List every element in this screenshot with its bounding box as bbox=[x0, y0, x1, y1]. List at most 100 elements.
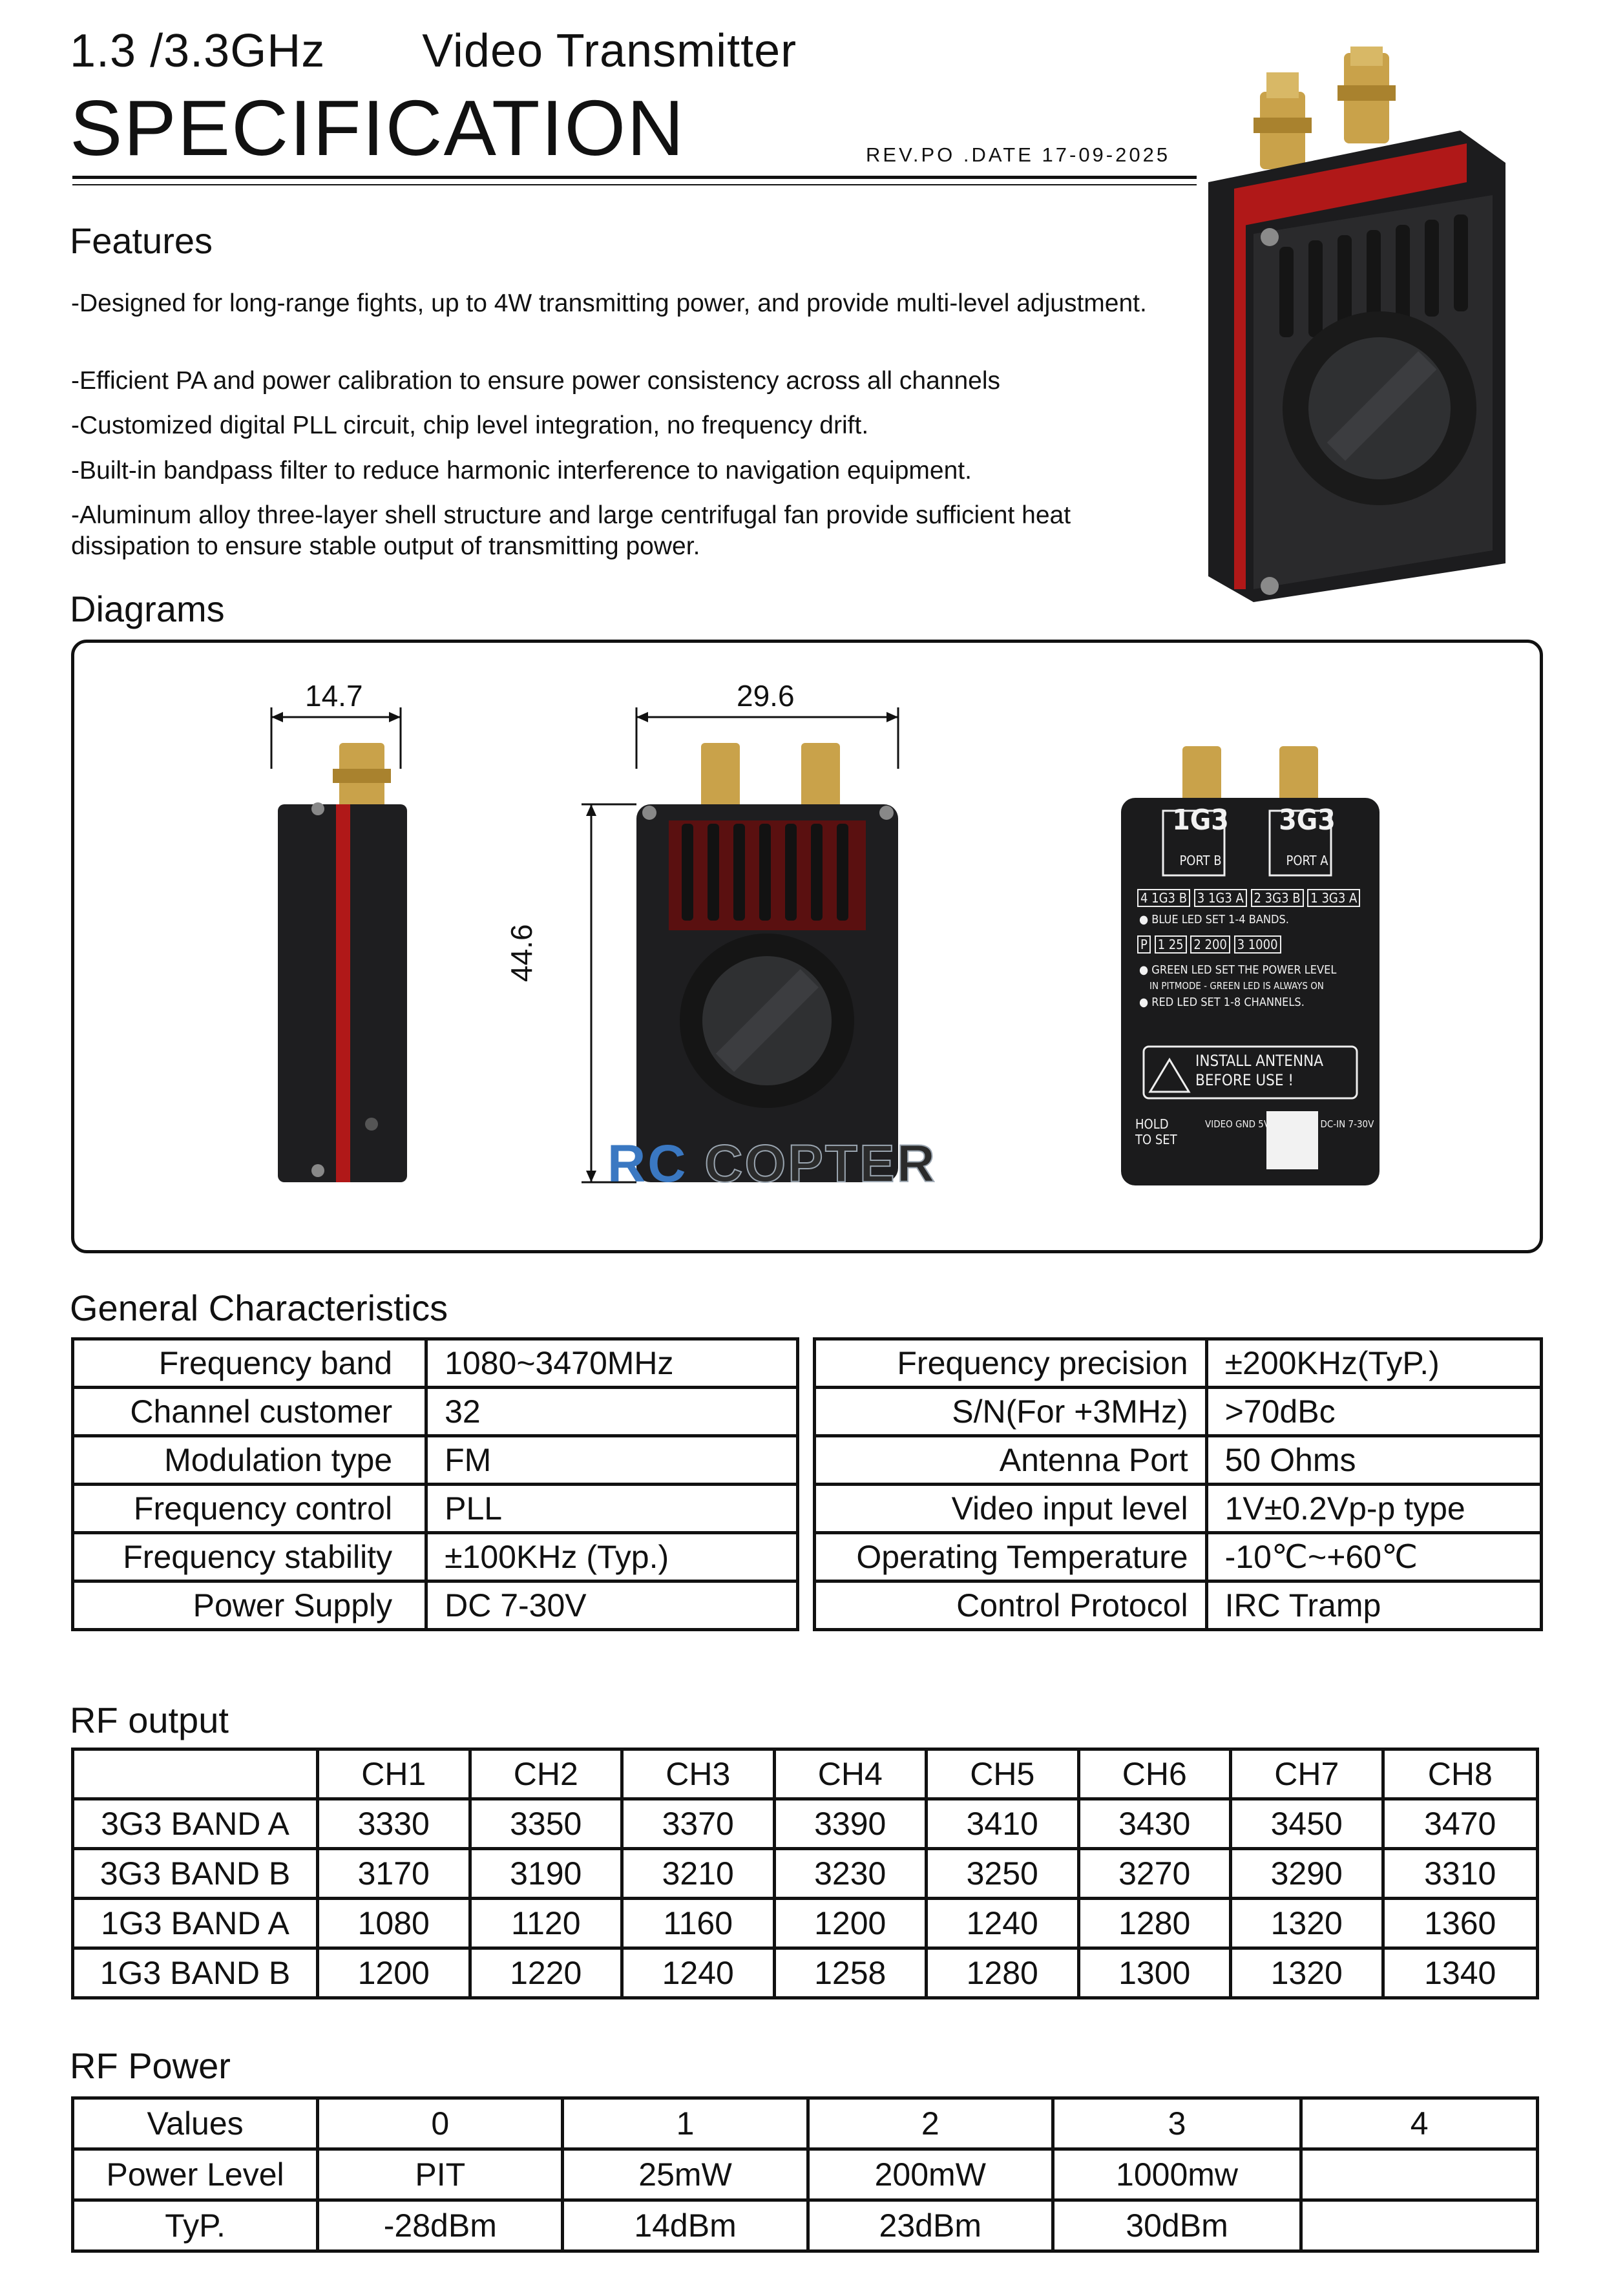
pin-label: 5V bbox=[1258, 1118, 1270, 1130]
dimension-height: 44.6 bbox=[505, 924, 538, 982]
power-cell bbox=[1299, 2147, 1539, 2202]
diagrams-heading: Diagrams bbox=[70, 589, 225, 629]
feature-item: -Customized digital PLL circuit, chip le… bbox=[71, 412, 869, 439]
power-cell: -28dBm bbox=[316, 2198, 565, 2253]
corner-cell bbox=[71, 1748, 319, 1800]
frequency-cell: 1280 bbox=[1076, 1897, 1232, 1950]
frequency-cell: 3310 bbox=[1381, 1847, 1539, 1900]
table-row: TyP. -28dBm 14dBm 23dBm 30dBm bbox=[70, 2198, 1539, 2253]
spec-key: Frequency precision bbox=[813, 1337, 1208, 1389]
row-label: Values bbox=[70, 2096, 320, 2151]
blue-led-note: ● BLUE LED SET 1-4 BANDS. bbox=[1139, 913, 1289, 926]
frequency-cell: 3190 bbox=[468, 1847, 624, 1900]
header-band: 1.3 /3.3GHz bbox=[70, 25, 326, 77]
frequency-cell: 1300 bbox=[1076, 1946, 1232, 1999]
table-row: 1G3 BAND A 1080 1120 1160 1200 1240 1280… bbox=[71, 1897, 1539, 1950]
spec-key: Control Protocol bbox=[813, 1580, 1208, 1631]
spec-key: Frequency band bbox=[70, 1337, 428, 1389]
spec-key: Frequency control bbox=[70, 1483, 428, 1534]
frequency-cell: 1240 bbox=[925, 1897, 1080, 1950]
frequency-cell: 3290 bbox=[1229, 1847, 1385, 1900]
pin-label: DATA bbox=[1272, 1118, 1295, 1130]
product-photo bbox=[1208, 47, 1505, 602]
table-row: Frequency stability±100KHz (Typ.) bbox=[70, 1531, 799, 1583]
dimension-side-width: 14.7 bbox=[305, 679, 363, 713]
red-led-note: ● RED LED SET 1-8 CHANNELS. bbox=[1139, 996, 1305, 1009]
frequency-cell: 3210 bbox=[620, 1847, 776, 1900]
band-selector-row: 4 1G3 B 3 1G3 A 2 3G3 B 1 3G3 A bbox=[1137, 889, 1361, 907]
pitmode-note: IN PITMODE - GREEN LED IS ALWAYS ON bbox=[1149, 980, 1324, 992]
port-b-label: PORT B bbox=[1179, 853, 1222, 868]
frequency-cell: 1200 bbox=[316, 1946, 472, 1999]
feature-item: -Efficient PA and power calibration to e… bbox=[71, 367, 1000, 395]
column-header: CH6 bbox=[1076, 1748, 1232, 1800]
features-heading: Features bbox=[70, 220, 213, 261]
pin-label: DC-IN bbox=[1320, 1118, 1346, 1130]
table-row: 1G3 BAND B 1200 1220 1240 1258 1280 1300… bbox=[71, 1946, 1539, 1999]
frequency-cell: 3370 bbox=[620, 1797, 776, 1850]
frequency-cell: 1080 bbox=[316, 1897, 472, 1950]
power-cell: 0 bbox=[316, 2096, 565, 2151]
frequency-cell: 3450 bbox=[1229, 1797, 1385, 1850]
power-cell: 23dBm bbox=[806, 2198, 1054, 2253]
band-label: 3G3 BAND A bbox=[71, 1797, 319, 1850]
before-use-note: BEFORE USE ! bbox=[1195, 1071, 1294, 1089]
spec-value: >70dBc bbox=[1204, 1386, 1544, 1437]
table-row: 3G3 BAND A 3330 3350 3370 3390 3410 3430… bbox=[71, 1797, 1539, 1850]
frequency-cell: 3410 bbox=[925, 1797, 1080, 1850]
row-label: TyP. bbox=[70, 2198, 320, 2253]
frequency-cell: 1340 bbox=[1381, 1946, 1539, 1999]
power-cell: 3 bbox=[1051, 2096, 1303, 2151]
table-row: Power Level PIT 25mW 200mW 1000mw bbox=[70, 2147, 1539, 2202]
column-header: CH4 bbox=[772, 1748, 928, 1800]
frequency-cell: 3330 bbox=[316, 1797, 472, 1850]
band-option: 4 1G3 B bbox=[1137, 889, 1191, 907]
feature-item: -Designed for long-range fights, up to 4… bbox=[71, 289, 1147, 317]
power-selector-row: P 1 25 2 200 3 1000 bbox=[1137, 935, 1281, 954]
rf-output-table: CH1 CH2 CH3 CH4 CH5 CH6 CH7 CH8 3G3 BAND… bbox=[71, 1748, 1539, 1999]
power-prefix: P bbox=[1137, 935, 1151, 954]
rf-power-heading: RF Power bbox=[70, 2045, 231, 2086]
blue-led-text: BLUE LED SET 1-4 BANDS. bbox=[1151, 913, 1289, 926]
spec-value: IRC Tramp bbox=[1204, 1580, 1544, 1631]
frequency-cell: 3430 bbox=[1076, 1797, 1232, 1850]
frequency-cell: 1220 bbox=[468, 1946, 624, 1999]
frequency-cell: 3270 bbox=[1076, 1847, 1232, 1900]
band-option: 3 1G3 A bbox=[1193, 889, 1247, 907]
diagram-drawings bbox=[270, 707, 1379, 1185]
watermark-rc: RC bbox=[607, 1134, 688, 1193]
frequency-cell: 3350 bbox=[468, 1797, 624, 1850]
port-a-name: 3G3 bbox=[1279, 804, 1336, 837]
antenna-connector-left bbox=[1254, 72, 1312, 169]
column-header: CH5 bbox=[925, 1748, 1080, 1800]
spec-value: 1080~3470MHz bbox=[425, 1337, 799, 1389]
side-view bbox=[270, 707, 407, 1182]
table-row: S/N(For +3MHz)>70dBc bbox=[813, 1386, 1544, 1437]
row-label: Power Level bbox=[70, 2147, 320, 2202]
hold-text: HOLD bbox=[1135, 1116, 1169, 1132]
transmitter-body bbox=[1208, 130, 1505, 602]
power-cell: 14dBm bbox=[561, 2198, 810, 2253]
frequency-cell: 3170 bbox=[316, 1847, 472, 1900]
band-label: 1G3 BAND A bbox=[71, 1897, 319, 1950]
spec-value: 50 Ohms bbox=[1204, 1434, 1544, 1486]
antenna-connector-right bbox=[1338, 47, 1396, 143]
spec-key: Frequency stability bbox=[70, 1531, 428, 1583]
table-row: Frequency precision±200KHz(TyP.) bbox=[813, 1337, 1544, 1389]
band-option: 1 3G3 A bbox=[1307, 889, 1361, 907]
power-cell: 2 bbox=[806, 2096, 1054, 2151]
header-rule-thin bbox=[72, 184, 1197, 185]
power-cell: 4 bbox=[1299, 2096, 1539, 2151]
band-option: 2 3G3 B bbox=[1250, 889, 1304, 907]
feature-item: -Aluminum alloy three-layer shell struct… bbox=[71, 501, 1071, 560]
spec-key: Channel customer bbox=[70, 1386, 428, 1437]
spec-value: 32 bbox=[425, 1386, 799, 1437]
spec-key: Antenna Port bbox=[813, 1434, 1208, 1486]
red-led-text: RED LED SET 1-8 CHANNELS. bbox=[1151, 996, 1305, 1009]
spec-value: PLL bbox=[425, 1483, 799, 1534]
frequency-cell: 1360 bbox=[1381, 1897, 1539, 1950]
